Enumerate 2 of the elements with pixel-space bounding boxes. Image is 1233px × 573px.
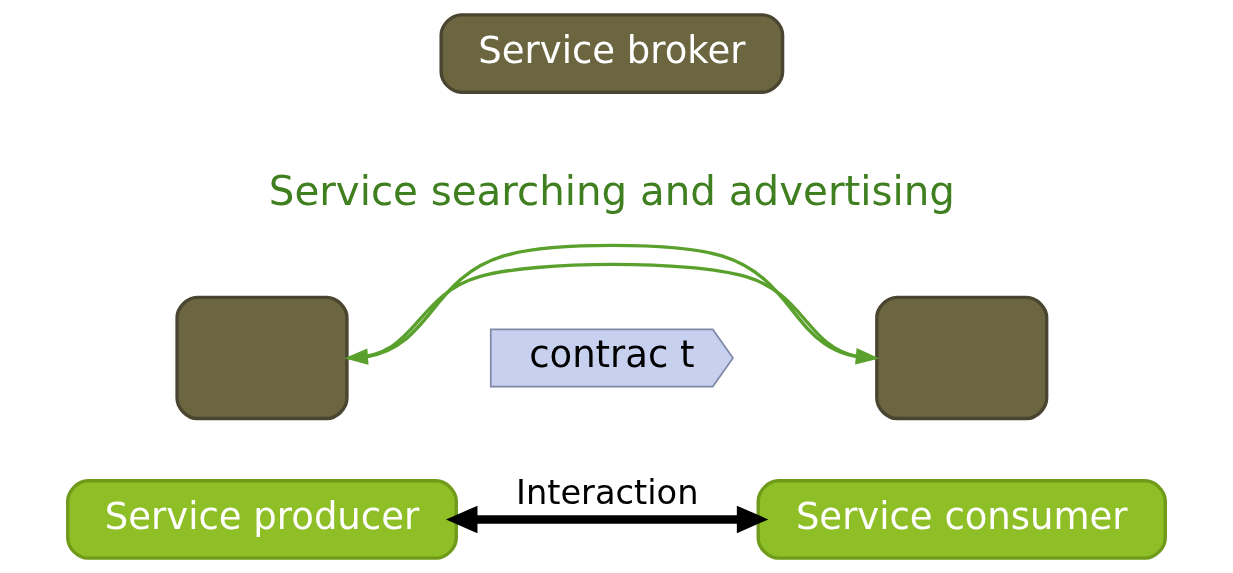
label: Service searching and advertising xyxy=(268,168,955,216)
edge-label: Interaction xyxy=(516,473,699,513)
